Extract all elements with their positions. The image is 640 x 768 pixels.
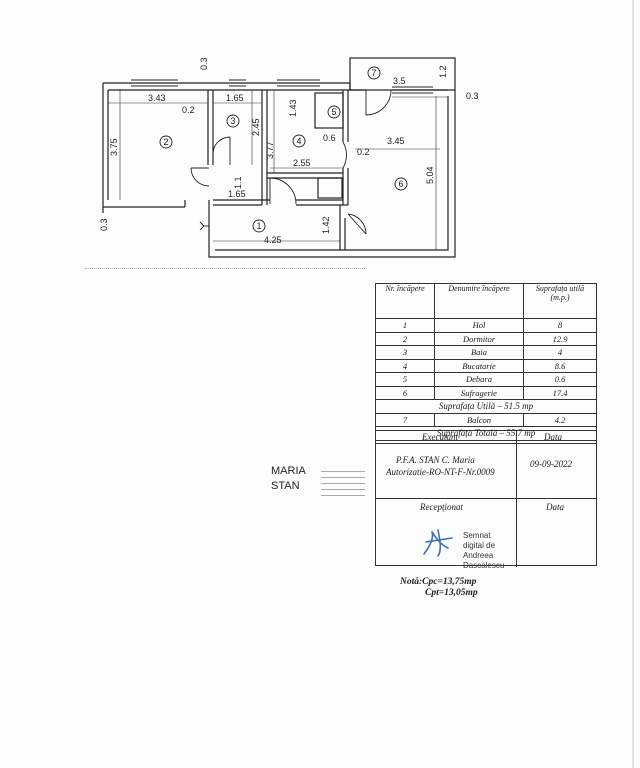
dim-label: 1.65 xyxy=(226,93,244,103)
cell-name: Dormitor xyxy=(434,331,524,346)
room-number: 2 xyxy=(163,137,168,147)
table-header: Denumire încăpere xyxy=(434,283,524,319)
grand-total-row: Suprafața Totală – 55.7 mp xyxy=(375,426,597,441)
table-header: Suprafața utilă (m.p.) xyxy=(523,283,597,319)
signature-mark-icon xyxy=(423,529,453,557)
cell-area: 12.9 xyxy=(523,331,597,346)
room-number: 4 xyxy=(296,136,301,146)
walls xyxy=(102,57,456,258)
dim-label: 2.45 xyxy=(251,118,261,136)
dim-label: 1.42 xyxy=(321,216,331,234)
stamp-name-line: STAN xyxy=(271,480,300,492)
dim-label: 0.3 xyxy=(199,57,209,70)
door-swings xyxy=(190,89,392,235)
dim-label: 4.25 xyxy=(264,235,282,245)
dim-label: 1.2 xyxy=(438,65,448,78)
table-row: 6 Sufragerie 17.4 xyxy=(375,385,597,400)
divider xyxy=(516,431,517,567)
useful-total: Suprafața Utilă – 51.5 mp xyxy=(375,399,597,414)
cell-area: 4 xyxy=(523,345,597,360)
cell-name: Baia xyxy=(434,345,524,360)
dim-label: 5.04 xyxy=(425,166,435,184)
room-circles xyxy=(159,66,408,233)
table-header: Nr. încăpere xyxy=(375,283,435,319)
executant-date: 09-09-2022 xyxy=(530,459,572,469)
date-label: Data xyxy=(546,502,564,512)
rooms-table: Nr. încăpere Denumire încăpere Suprafața… xyxy=(375,283,597,441)
receptionat-label: Recepționat xyxy=(420,502,463,512)
sig-line: Semnat xyxy=(463,531,491,540)
cell-nr: 3 xyxy=(375,345,435,360)
dim-label: 3.75 xyxy=(109,138,119,156)
table-row: 3 Baia 4 xyxy=(375,345,597,360)
table-row: 1 Hol 8 xyxy=(375,318,597,333)
useful-total-row: Suprafața Utilă – 51.5 mp xyxy=(375,399,597,414)
sig-line: Dascalescu xyxy=(463,561,505,570)
dim-label: 3.43 xyxy=(148,93,166,103)
dim-label: 0.3 xyxy=(466,91,479,101)
cell-nr: 5 xyxy=(375,372,435,387)
paper-edge xyxy=(632,0,634,768)
cell-area: 0.6 xyxy=(523,372,597,387)
table-row: 2 Dormitor 12.9 xyxy=(375,331,597,346)
divider xyxy=(376,443,596,444)
note-line: Cpt=13,05mp xyxy=(425,588,478,598)
dim-label: 3.77 xyxy=(265,141,275,159)
cell-area: 8 xyxy=(523,318,597,333)
room-numbers: 1 2 3 4 5 6 7 xyxy=(163,68,403,231)
windows xyxy=(131,79,433,94)
grand-total: Suprafața Totală – 55.7 mp xyxy=(375,426,597,441)
divider xyxy=(376,498,596,499)
dim-label: 1.1 xyxy=(233,176,243,189)
dim-label: 0.3 xyxy=(99,218,109,231)
dim-label: 3.45 xyxy=(387,136,405,146)
table-header-row: Nr. încăpere Denumire încăpere Suprafața… xyxy=(375,283,597,319)
cell-nr: 2 xyxy=(375,331,435,346)
room-number: 1 xyxy=(256,221,261,231)
executant-label: Executant xyxy=(422,432,458,442)
digital-signature-text: Semnat digital de Andreea Dascalescu xyxy=(463,531,504,571)
table-row: 5 Debara 0.6 xyxy=(375,372,597,387)
cell-nr: 7 xyxy=(375,412,435,427)
dimension-lines xyxy=(108,90,448,250)
cell-area: 17.4 xyxy=(523,385,597,400)
room-number: 3 xyxy=(230,116,235,126)
cell-name: Balcon xyxy=(434,412,524,427)
cell-area: 4.2 xyxy=(523,412,597,427)
cell-name: Sufragerie xyxy=(434,385,524,400)
stamp-name: MARIA STAN xyxy=(271,464,306,494)
dim-label: 0.2 xyxy=(357,147,370,157)
dim-label: 1.65 xyxy=(228,189,246,199)
stamp-name-line: MARIA xyxy=(271,465,306,477)
authorization-number: Autorizatie-RO-NT-F-Nr.0009 xyxy=(386,467,495,477)
room-number: 6 xyxy=(398,179,403,189)
cell-name: Bucatarie xyxy=(434,358,524,373)
dim-label: 2.55 xyxy=(293,158,311,168)
dim-label: 0.2 xyxy=(182,105,195,115)
dim-label: 3.5 xyxy=(393,76,406,86)
dimension-labels: 0.3 3.43 0.2 1.65 2.45 3.75 1.43 3.5 1.2… xyxy=(99,57,479,245)
sig-line: digital de xyxy=(463,541,496,550)
note-line: Notă:Cpc=13,75mp xyxy=(400,577,477,587)
cell-nr: 6 xyxy=(375,385,435,400)
stamp-fine-print xyxy=(321,467,365,497)
executant-box: Executant Data P.F.A. STAN C. Maria Auto… xyxy=(375,430,597,567)
room-number: 7 xyxy=(371,68,376,78)
cell-nr: 4 xyxy=(375,358,435,373)
room-number: 5 xyxy=(331,107,336,117)
floor-plan: 0.3 3.43 0.2 1.65 2.45 3.75 1.43 3.5 1.2… xyxy=(99,57,479,258)
cell-name: Hol xyxy=(434,318,524,333)
cell-name: Debara xyxy=(434,372,524,387)
date-label: Data xyxy=(544,432,562,442)
note-block: Notă:Cpc=13,75mp Cpt=13,05mp xyxy=(400,577,478,599)
cell-area: 8.6 xyxy=(523,358,597,373)
company-name: P.F.A. STAN C. Maria xyxy=(396,455,475,465)
dim-label: 0.6 xyxy=(323,133,336,143)
separator-dots xyxy=(85,268,365,269)
balcony-row: 7 Balcon 4.2 xyxy=(375,412,597,427)
cell-nr: 1 xyxy=(375,318,435,333)
dim-label: 1.43 xyxy=(288,99,298,117)
sig-line: Andreea xyxy=(463,551,494,560)
table-row: 4 Bucatarie 8.6 xyxy=(375,358,597,373)
